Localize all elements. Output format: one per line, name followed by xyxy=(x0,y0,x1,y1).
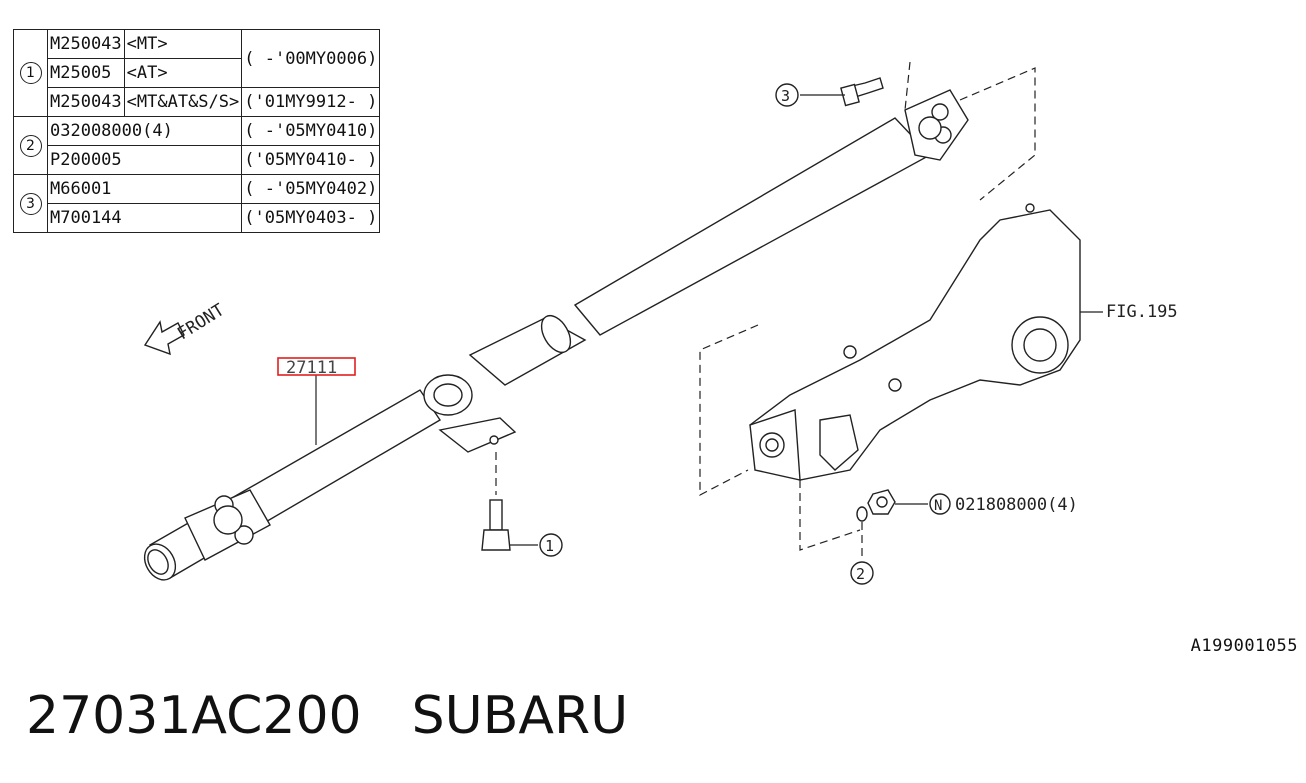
washer-and-nut xyxy=(856,489,896,522)
ref-badge: 1 xyxy=(19,62,42,84)
table-row: 3 M66001 ( -'05MY0402) xyxy=(13,174,381,233)
front-label: FRONT xyxy=(174,300,228,344)
period-cell: ('01MY9912- ) xyxy=(241,87,381,117)
svg-text:3: 3 xyxy=(781,87,790,105)
svg-text:2: 2 xyxy=(856,565,865,583)
part-cell: M250043 xyxy=(47,87,125,117)
table-row: P200005 ('05MY0410- ) xyxy=(14,145,381,175)
part-cell: M700144 xyxy=(46,203,243,233)
callout-2: 2 xyxy=(850,561,874,585)
note-cell: <AT> xyxy=(123,58,243,88)
period-cell: ( -'05MY0410) xyxy=(241,116,381,146)
period-cell: ('05MY0403- ) xyxy=(241,203,381,233)
part-cell: M25005 xyxy=(47,58,125,88)
highlight-box[interactable] xyxy=(277,357,356,376)
figure-id: A199001055 xyxy=(1190,636,1298,656)
note-cell: <MT&AT&S/S> xyxy=(123,87,243,117)
period-cell: ( -'00MY0006) xyxy=(241,29,381,88)
fig-reference[interactable]: FIG.195 xyxy=(1106,302,1178,322)
part-cell: M250043 xyxy=(47,29,125,59)
drive-shaft-rear-section xyxy=(468,89,969,386)
table-row: M250043 <MT&AT&S/S> ('01MY9912- ) xyxy=(14,87,381,117)
footer-title: 27031AC200 SUBARU xyxy=(26,686,628,746)
table-row: M700144 ('05MY0403- ) xyxy=(14,203,381,233)
brand-name: SUBARU xyxy=(411,686,629,746)
ref-cell: 2 xyxy=(13,116,48,175)
bolt-1 xyxy=(481,499,511,551)
callout-n: N xyxy=(929,493,951,515)
table-row: M25005 <AT> xyxy=(14,58,380,88)
parts-table: 1 M250043 <MT> ( -'00MY0006) M25005 <AT>… xyxy=(13,29,381,233)
period-cell: ( -'05MY0402) xyxy=(241,174,381,204)
drive-shaft-front-section xyxy=(143,374,517,581)
rear-differential xyxy=(749,203,1081,481)
ref-badge: 3 xyxy=(19,192,42,215)
front-arrow xyxy=(143,320,185,356)
ref-cell: 3 xyxy=(13,174,48,233)
bolt-3 xyxy=(840,77,884,107)
table-row: 1 M250043 <MT> ( -'00MY0006) xyxy=(13,29,381,117)
part-label-27111[interactable]: 27111 xyxy=(286,358,337,378)
ref-badge: 2 xyxy=(19,134,42,157)
part-cell: 032008000(4) xyxy=(46,116,243,146)
ref-cell: 1 xyxy=(13,29,48,117)
part-cell: M66001 xyxy=(46,174,243,204)
note-cell: <MT> xyxy=(123,29,243,59)
part-number: 27031AC200 xyxy=(26,686,362,746)
nut-part-label: 021808000(4) xyxy=(955,495,1078,515)
callout-3: 3 xyxy=(775,83,799,107)
table-row: 2 032008000(4) ( -'05MY0410) xyxy=(13,116,381,175)
svg-text:1: 1 xyxy=(545,537,554,555)
period-cell: ('05MY0410- ) xyxy=(241,145,381,175)
part-cell: P200005 xyxy=(46,145,243,175)
callout-1: 1 xyxy=(539,533,563,557)
svg-text:N: N xyxy=(934,498,942,514)
